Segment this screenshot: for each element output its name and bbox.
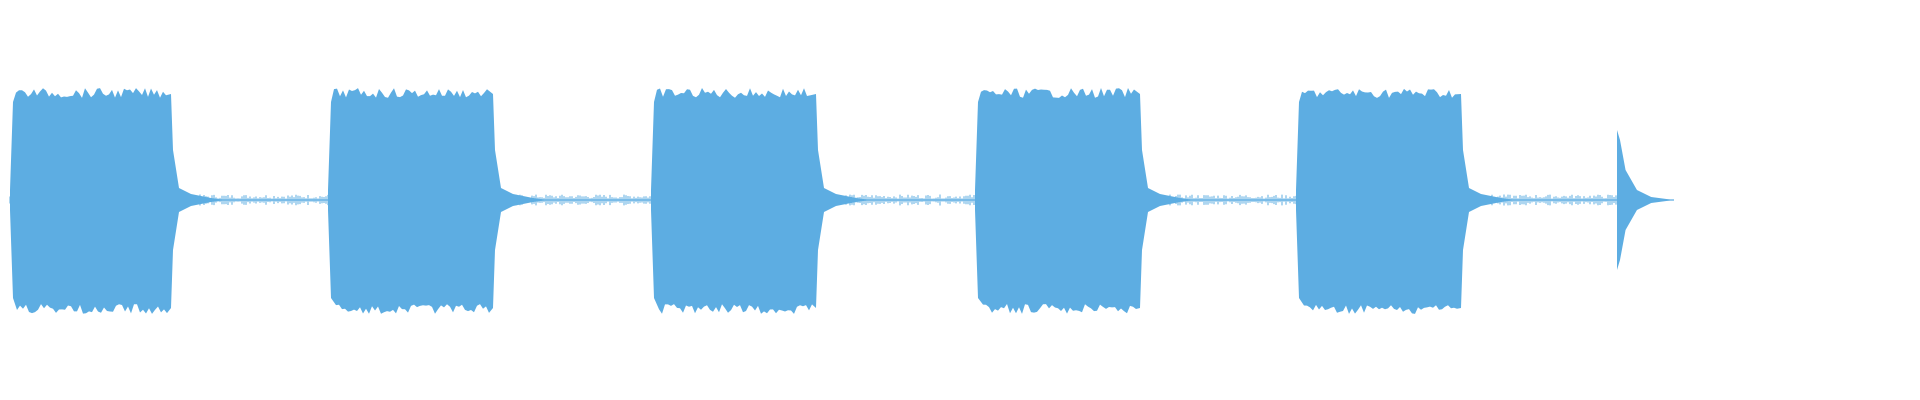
waveform-tone-burst xyxy=(1296,88,1516,314)
waveform-tone-burst xyxy=(651,88,871,314)
waveform-tone-burst xyxy=(975,88,1195,314)
waveform-tone-burst xyxy=(328,88,548,314)
waveform-layer xyxy=(9,88,1674,314)
waveform-tone-burst xyxy=(10,88,226,314)
waveform-click xyxy=(1617,130,1674,270)
